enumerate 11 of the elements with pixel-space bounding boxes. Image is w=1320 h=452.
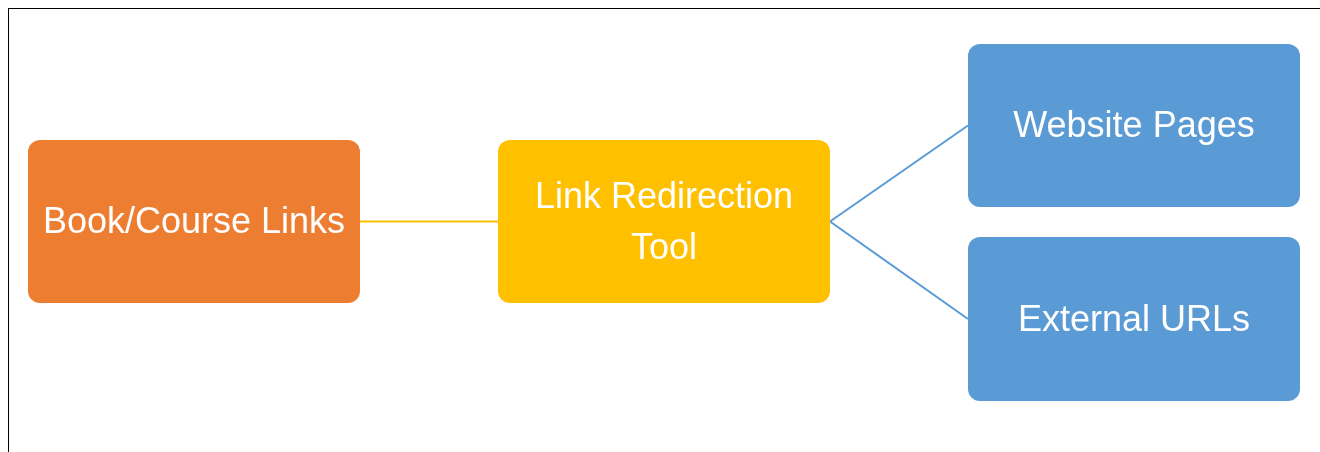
process-box (28, 140, 360, 303)
process-box (498, 140, 830, 303)
connector-line (829, 124, 969, 223)
box-label: External URLs (1017, 296, 1251, 341)
process-box (968, 44, 1300, 207)
process-box (968, 237, 1300, 401)
connector-line (359, 220, 499, 223)
box-label: Book/Course Links (42, 199, 346, 244)
box-label: Website Pages (1013, 103, 1255, 148)
connector-line (829, 220, 969, 320)
box-label: Link Redirection Tool (533, 174, 795, 269)
